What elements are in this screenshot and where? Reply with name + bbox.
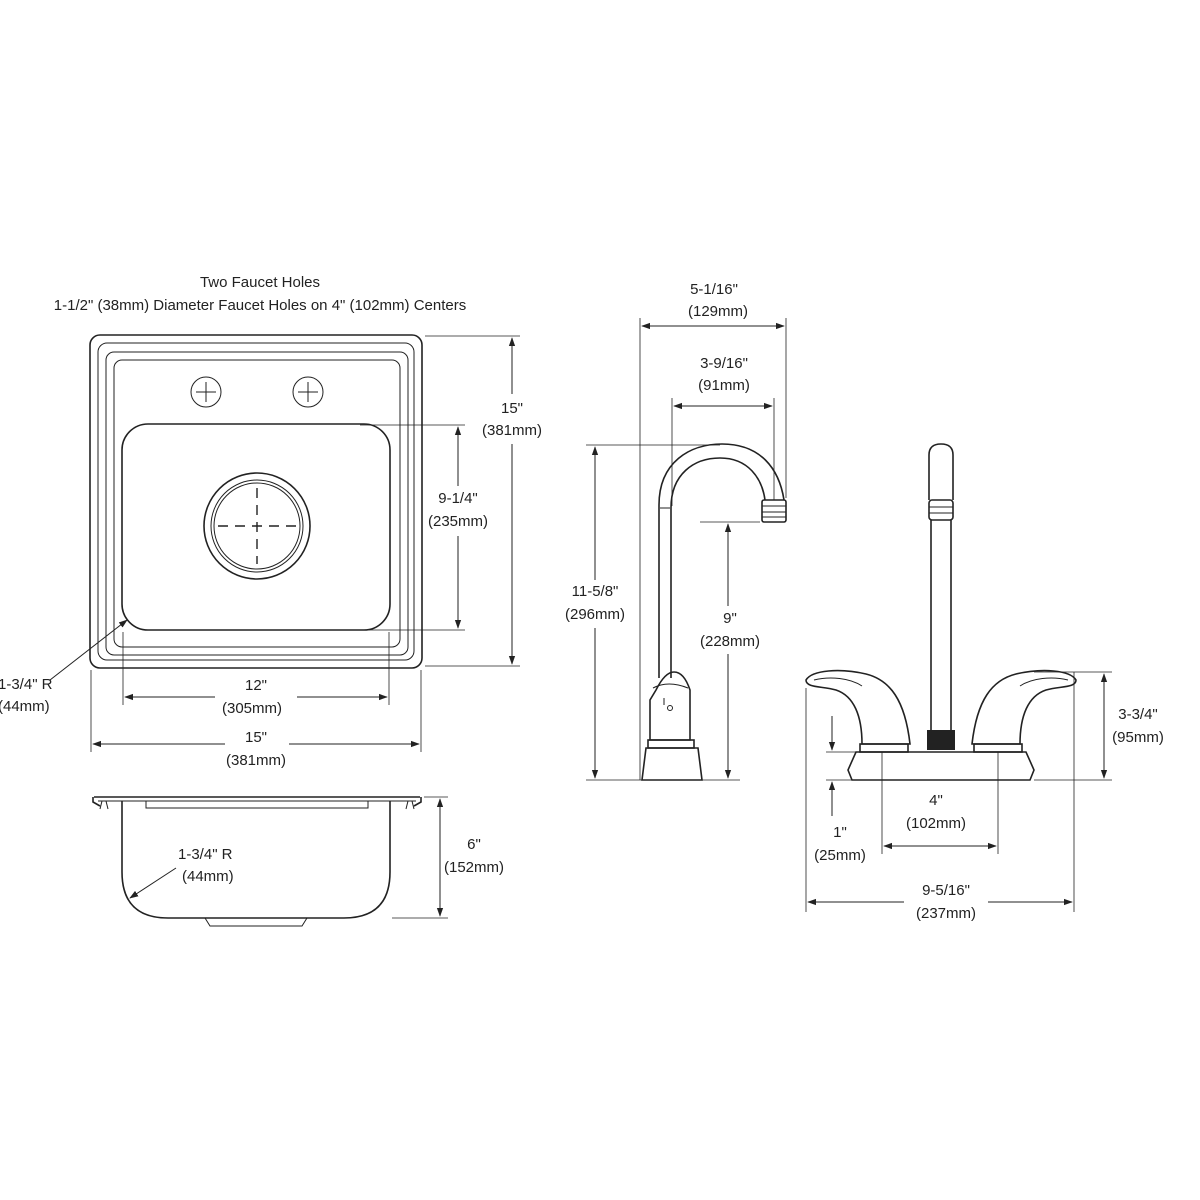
side-radius-in: 1-3/4" R	[178, 846, 233, 863]
sink-depth-in: 6"	[467, 836, 481, 853]
bowl-width-in: 12"	[245, 677, 267, 694]
sink-side-rail	[145, 800, 369, 809]
spout-mm: (91mm)	[698, 377, 750, 394]
sink-side-bowl	[121, 801, 391, 919]
faucet-hole-left	[190, 376, 222, 408]
bowl-height-in: 9-1/4"	[438, 490, 478, 507]
faucet-height-in: 11-5/8"	[572, 583, 619, 600]
faucet-spout-inner	[670, 457, 766, 678]
faucet-width-mm: (237mm)	[916, 905, 976, 922]
spout-clearance-in: 9"	[723, 610, 737, 627]
front-aerator	[928, 499, 954, 521]
deck-plate	[847, 751, 1035, 781]
drain	[203, 472, 311, 580]
sink-width-mm: (381mm)	[226, 752, 286, 769]
title-block: Two Faucet Holes 1-1/2" (38mm) Diameter …	[54, 274, 466, 314]
deck-in: 1"	[833, 824, 847, 841]
sink-bowl	[121, 423, 391, 631]
faucet-body	[649, 671, 691, 741]
sink-side-view: 6" (152mm) 1-3/4" R (44mm)	[92, 796, 512, 927]
left-handle-base	[859, 743, 909, 753]
centers-in: 4"	[929, 792, 943, 809]
bowl-height-mm: (235mm)	[428, 513, 488, 530]
handle-height-mm: (95mm)	[1112, 729, 1164, 746]
sink-deck-inner	[113, 359, 401, 648]
front-riser-collar	[927, 730, 955, 750]
handle-height-in: 3-3/4"	[1118, 706, 1158, 723]
faucet-spout-outer	[658, 443, 785, 678]
sink-height-in: 15"	[501, 400, 523, 417]
faucet-side-view: 5-1/16" (129mm) 3-9/16" (91mm) 11-5/8" (…	[560, 281, 787, 781]
faucet-aerator	[761, 499, 787, 523]
faucet-reach-mm: (129mm)	[688, 303, 748, 320]
right-handle	[971, 669, 1077, 745]
corner-radius-leader	[49, 619, 128, 681]
sink-rim-inner	[97, 342, 415, 661]
spout-in: 3-9/16"	[700, 355, 748, 372]
sink-width-in: 15"	[245, 729, 267, 746]
faucet-height-mm: (296mm)	[565, 606, 625, 623]
side-radius-leader	[129, 867, 177, 899]
side-radius-mm: (44mm)	[182, 868, 234, 885]
sink-height-mm: (381mm)	[482, 422, 542, 439]
sink-deck-edge	[105, 351, 409, 656]
sink-depth-mm: (152mm)	[444, 859, 504, 876]
deck-mm: (25mm)	[814, 847, 866, 864]
left-handle	[805, 669, 911, 745]
faucet-reach-in: 5-1/16"	[690, 281, 738, 298]
faucet-hole-right	[292, 376, 324, 408]
spout-clearance-mm: (228mm)	[700, 633, 760, 650]
sink-rim-outer	[89, 334, 423, 669]
faucet-base-ring	[647, 739, 695, 749]
right-handle-base	[973, 743, 1023, 753]
bowl-width-mm: (305mm)	[222, 700, 282, 717]
sink-side-drain	[204, 917, 308, 927]
title-line-2: 1-1/2" (38mm) Diameter Faucet Holes on 4…	[54, 297, 466, 314]
faucet-width-in: 9-5/16"	[922, 882, 970, 899]
title-line-1: Two Faucet Holes	[200, 274, 320, 291]
front-spout-tip	[928, 443, 954, 500]
sink-top-view: 15" (381mm) 9-1/4" (235mm) 12" (305mm) 1…	[0, 334, 548, 770]
faucet-front-view: 3-3/4" (95mm) 4" (102mm) 1" (25mm) 9-5/1…	[805, 443, 1168, 924]
corner-radius-in: 1-3/4" R	[0, 676, 53, 693]
centers-mm: (102mm)	[906, 815, 966, 832]
faucet-base	[641, 747, 703, 781]
corner-radius-mm: (44mm)	[0, 698, 50, 715]
